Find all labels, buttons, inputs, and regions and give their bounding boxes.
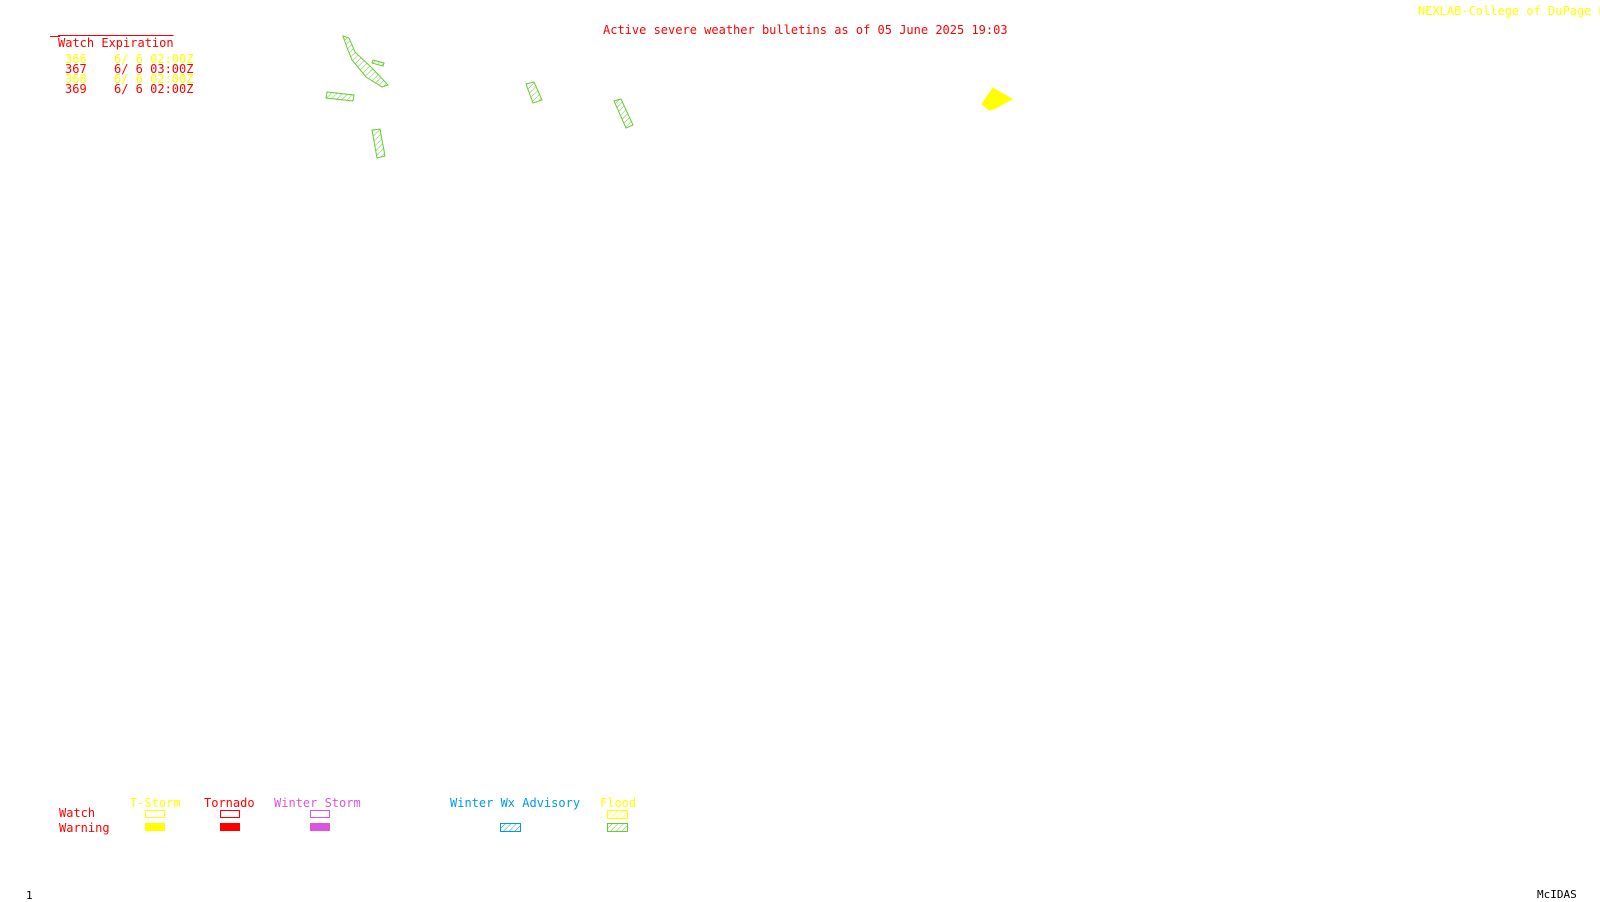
watch-expiration-time: 6/ 6 02:00Z (114, 72, 194, 86)
heading-rule (50, 36, 60, 37)
watch-expiration-time: 6/ 6 02:00Z (114, 82, 194, 96)
bulletin-title: Active severe weather bulletins as of 05… (603, 23, 1008, 37)
watch-id: 366 (65, 52, 87, 66)
legend-flood-warning-swatch (607, 823, 628, 832)
legend-winter-wx-advisory-label: Winter Wx Advisory (450, 796, 581, 810)
watch-id: 369 (65, 82, 87, 96)
legend-flood-watch-swatch (607, 810, 628, 819)
watch-id: 368 (65, 72, 87, 86)
legend-winter-storm-warning-swatch (310, 823, 330, 831)
legend-watch-row-label: Watch (59, 806, 96, 820)
software-label: McIDAS (1537, 888, 1577, 901)
legend-tstorm-warning-swatch (145, 823, 165, 831)
flood-warning-polygon (371, 59, 385, 67)
source-label: NEXLAB-College of DuPage R (1418, 4, 1600, 18)
flood-warning-polygon (371, 128, 386, 159)
legend-winter-wx-advisory-swatch (500, 823, 521, 832)
legend-winter-storm-watch-swatch (310, 810, 330, 818)
watch-expiration-time: 6/ 6 02:00Z (114, 52, 194, 66)
legend-tornado-watch-swatch (220, 810, 240, 818)
flood-warning-polygon (342, 35, 389, 88)
tstorm-warning-polygon (981, 87, 1014, 111)
flood-warning-polygon (613, 98, 634, 129)
legend-winter-storm-label: Winter Storm (274, 796, 361, 810)
legend-tstorm-watch-swatch (145, 810, 165, 818)
watch-id: 367 (65, 62, 87, 76)
watch-table-heading: Watch Expiration (58, 36, 174, 50)
frame-number: 1 (26, 889, 33, 902)
legend-tornado-warning-swatch (220, 823, 240, 831)
watch-expiration-time: 6/ 6 03:00Z (114, 62, 194, 76)
flood-warning-polygon (325, 91, 355, 102)
legend-warning-row-label: Warning (59, 821, 110, 835)
legend-flood-label: Flood (600, 796, 637, 810)
flood-warning-polygon (525, 81, 543, 104)
legend-tornado-label: Tornado (204, 796, 255, 810)
legend-tstorm-label: T-Storm (130, 796, 181, 810)
